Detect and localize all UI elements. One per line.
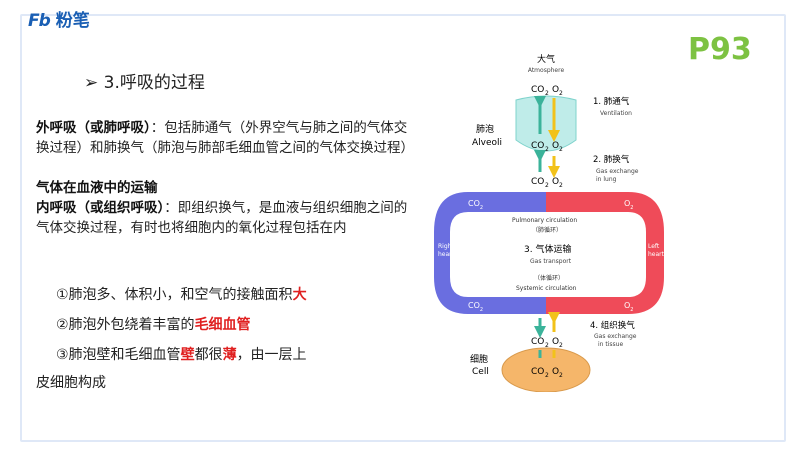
- o2-label: O: [552, 337, 559, 347]
- o2-subscript: 2: [559, 372, 563, 379]
- point-3-emphasis-1: 壁: [180, 347, 195, 363]
- blood-transport-heading-line: 气体在血液中的运输: [36, 178, 416, 198]
- point-3-mid: 都很: [194, 347, 223, 363]
- o2-subscript: 2: [559, 146, 563, 153]
- co2-label: CO: [468, 301, 480, 310]
- point-1-emphasis: 大: [292, 287, 307, 303]
- co2-subscript: 2: [545, 146, 549, 153]
- cell-label-cn: 细胞: [470, 353, 488, 365]
- alveoli-label-en: Alveoli: [472, 138, 502, 148]
- o2-subscript: 2: [559, 342, 563, 349]
- respiration-diagram: 大气 Atmosphere CO 2 O 2 肺泡 Alveoli CO 2 O…: [434, 53, 665, 392]
- logo-mark: Fb: [28, 11, 51, 31]
- co2-subscript: 2: [545, 342, 549, 349]
- point-3-tail: ，由一层上: [236, 347, 307, 363]
- o2-label: O: [552, 367, 559, 377]
- page-number-tag: P93: [688, 32, 752, 67]
- systemic-co2: CO2: [468, 301, 483, 313]
- step-1-label-en: Ventilation: [600, 110, 632, 117]
- co2-label: CO: [531, 177, 544, 187]
- internal-respiration-text: ：即组织换气，是血液与组织细胞之间的气体交换过程，有时也将细胞内的氧化过程包括在…: [36, 200, 408, 236]
- external-respiration-text: ：包括肺通气（外界空气与肺之间的气体交换过程）和肺换气（肺泡与肺部毛细血管之间的…: [36, 120, 414, 156]
- left-heart-loop: [546, 192, 664, 314]
- o2-subscript: 2: [559, 182, 563, 189]
- co2-label: CO: [531, 85, 544, 95]
- step-4-label-en-2: in tissue: [598, 341, 623, 348]
- point-2-emphasis: 毛细血管: [194, 317, 251, 333]
- co2-label: CO: [531, 367, 544, 377]
- step-3-label-cn: 3. 气体运输: [524, 243, 571, 255]
- left-heart-label-1: Left: [648, 243, 660, 250]
- pulmonary-co2: CO2: [468, 199, 483, 211]
- o2-label: O: [552, 177, 559, 187]
- step-2-label-cn: 2. 肺换气: [593, 154, 630, 165]
- external-respiration-paragraph: 外呼吸（或肺呼吸）：包括肺通气（外界空气与肺之间的气体交换过程）和肺换气（肺泡与…: [36, 118, 416, 158]
- o2-label: O: [624, 301, 630, 310]
- co2-label: CO: [531, 141, 544, 151]
- step-2-label-en-2: in lung: [596, 176, 617, 183]
- cell-gases: CO 2 O 2: [531, 367, 563, 379]
- point-1: ①肺泡多、体积小，和空气的接触面积大: [56, 284, 307, 304]
- cell-shape: [501, 347, 591, 392]
- systemic-circulation-en: Systemic circulation: [516, 285, 577, 292]
- co2-label: CO: [468, 199, 480, 208]
- systemic-o2: O2: [624, 301, 633, 313]
- right-heart-label-1: Right: [438, 243, 454, 250]
- cell-label-en: Cell: [472, 367, 489, 377]
- point-3-emphasis-2: 薄: [222, 347, 237, 363]
- internal-respiration-heading: 内呼吸（或组织呼吸）: [36, 200, 165, 216]
- point-3-continuation: 皮细胞构成: [36, 375, 106, 391]
- co2-subscript: 2: [545, 372, 549, 379]
- co2-label: CO: [531, 337, 544, 347]
- atmosphere-label-en: Atmosphere: [528, 67, 565, 74]
- o2-subscript: 2: [630, 307, 633, 313]
- o2-label: O: [552, 141, 559, 151]
- right-heart-label-2: heart: [438, 251, 455, 258]
- co2-subscript: 2: [480, 205, 483, 211]
- step-4-label-cn: 4. 组织换气: [590, 320, 635, 331]
- pulmonary-o2: O2: [624, 199, 633, 211]
- logo-name: 粉笔: [55, 11, 90, 31]
- pulmonary-circulation-cn: （肺循环）: [532, 226, 562, 234]
- step-1-label-cn: 1. 肺通气: [593, 96, 630, 107]
- step-2-label-en-1: Gas exchange: [596, 168, 639, 175]
- point-2: ②肺泡外包绕着丰富的毛细血管: [56, 314, 251, 334]
- alveoli-gases: CO 2 O 2: [531, 141, 563, 153]
- co2-subscript: 2: [545, 90, 549, 97]
- point-1-text: ①肺泡多、体积小，和空气的接触面积: [56, 287, 293, 303]
- o2-subscript: 2: [630, 205, 633, 211]
- step-3-label-en: Gas transport: [530, 258, 572, 265]
- external-respiration-heading: 外呼吸（或肺呼吸）: [36, 120, 151, 136]
- o2-label: O: [552, 85, 559, 95]
- pulmonary-circulation-en: Pulmonary circulation: [512, 217, 577, 224]
- blood-transport-heading: 气体在血液中的运输: [36, 180, 158, 196]
- atmosphere-label-cn: 大气: [537, 53, 555, 65]
- atmosphere-gases: CO 2 O 2: [531, 85, 563, 97]
- alveoli-shape: [515, 95, 577, 152]
- point-3: ③肺泡壁和毛细血管壁都很薄，由一层上: [56, 344, 307, 364]
- co2-subscript: 2: [545, 182, 549, 189]
- step-4-label-en-1: Gas exchange: [594, 333, 637, 340]
- o2-label: O: [624, 199, 630, 208]
- right-heart-loop: [434, 192, 546, 314]
- systemic-circulation-cn: （体循环）: [534, 274, 564, 282]
- point-2-text: ②肺泡外包绕着丰富的: [56, 317, 195, 333]
- brand-logo: Fb 粉笔: [28, 6, 90, 31]
- lung-capillary-gases: CO 2 O 2: [531, 177, 563, 189]
- co2-subscript: 2: [480, 307, 483, 313]
- alveoli-label-cn: 肺泡: [476, 123, 494, 135]
- o2-subscript: 2: [559, 90, 563, 97]
- internal-respiration-paragraph: 内呼吸（或组织呼吸）：即组织换气，是血液与组织细胞之间的气体交换过程，有时也将细…: [36, 198, 416, 238]
- left-heart-label-2: heart: [648, 251, 665, 258]
- tissue-gases: CO 2 O 2: [531, 337, 563, 349]
- point-3-text: ③肺泡壁和毛细血管: [56, 347, 181, 363]
- section-title: ➢ 3.呼吸的过程: [84, 73, 205, 93]
